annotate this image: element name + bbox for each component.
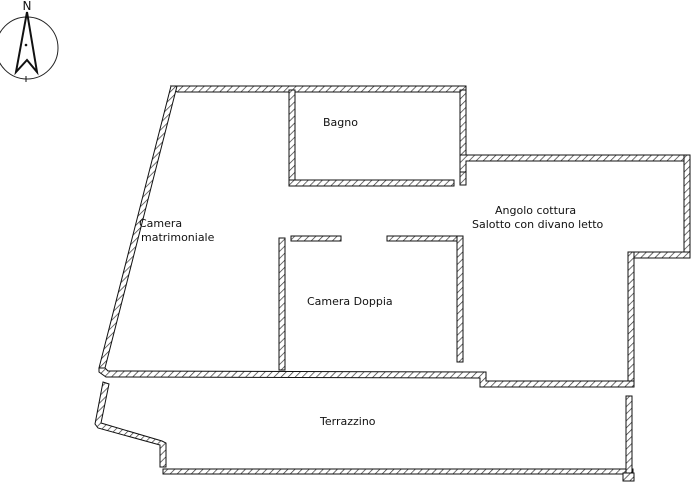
wall-top [169, 85, 467, 93]
room-label-camera-matrimoniale-1: Camera [139, 217, 183, 230]
room-label-angolo-cottura: Angolo cottura [495, 204, 577, 217]
wall-bagno-left [288, 89, 296, 187]
walls [94, 85, 691, 482]
wall-step [627, 251, 691, 259]
wall-terrace-bottom [162, 468, 634, 475]
wall-doppia-left [278, 237, 286, 371]
wall-doppia-right [456, 235, 464, 363]
room-label-bagno: Bagno [323, 116, 358, 129]
wall-doppia-top-left [290, 235, 342, 242]
wall-right-upper [683, 154, 691, 258]
wall-terrace-left [94, 381, 167, 468]
wall-bottom [98, 367, 635, 388]
room-label-camera-doppia: Camera Doppia [307, 295, 393, 308]
wall-bagno-bottom [288, 179, 455, 187]
wall-terrace-right [625, 395, 633, 475]
north-letter: N [23, 0, 32, 13]
room-label-camera-matrimoniale-2: matrimoniale [141, 231, 215, 244]
room-label-salotto: Salotto con divano letto [472, 218, 604, 231]
room-label-terrazzino: Terrazzino [320, 415, 376, 428]
wall-right-lower [627, 251, 635, 388]
wall-bagno-right [459, 89, 467, 186]
wall-doppia-top-right [386, 235, 464, 242]
north-arrow-icon: N [0, 0, 59, 82]
wall-kitchen-top [459, 154, 690, 173]
wall-terrace-corner [622, 472, 635, 482]
